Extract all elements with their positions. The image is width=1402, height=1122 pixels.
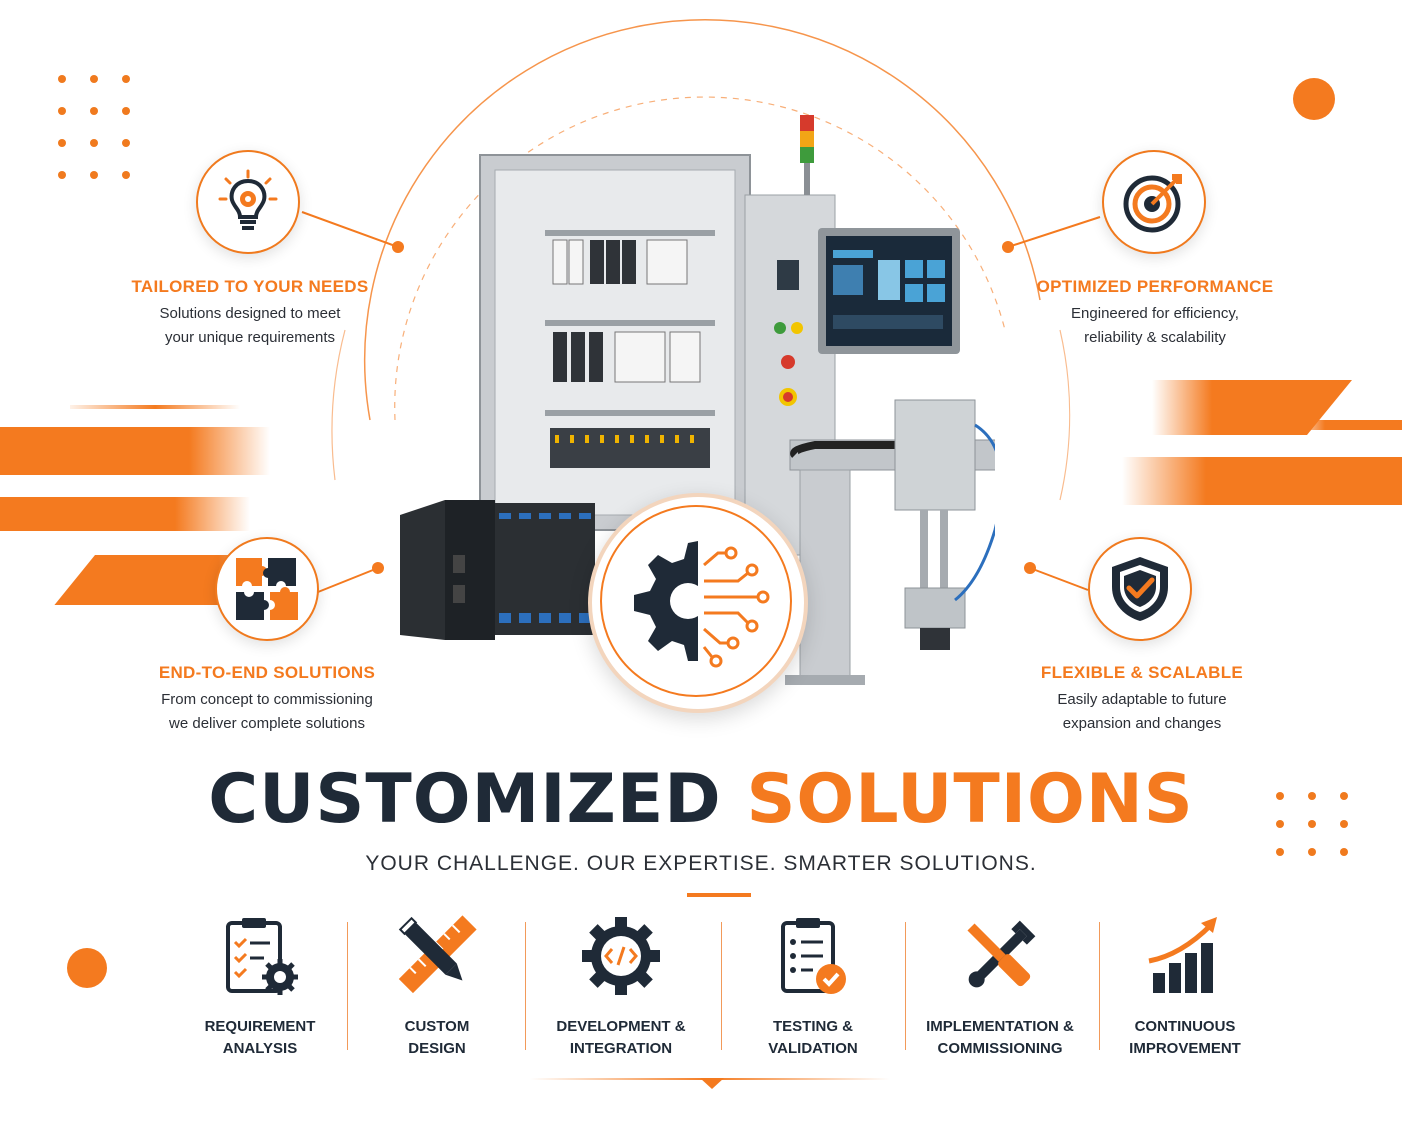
- feature-tailored-icon-badge: [196, 150, 300, 254]
- step-divider: [721, 922, 722, 1050]
- step-testing-validation: TESTING &VALIDATION: [733, 915, 893, 1060]
- step-divider: [1099, 922, 1100, 1050]
- step-divider: [347, 922, 348, 1050]
- lightbulb-gear-icon: [218, 169, 278, 230]
- wrench-screwdriver-icon: [967, 920, 1036, 988]
- feature-flexible-desc: Easily adaptable to future expansion and…: [1057, 691, 1227, 732]
- feature-flexible-icon-badge: [1088, 537, 1192, 641]
- orange-dot-bottom-left: [67, 948, 107, 988]
- page-title-part1: CUSTOMIZED: [208, 760, 722, 839]
- page-title: CUSTOMIZED SOLUTIONS: [0, 760, 1402, 839]
- subtitle-underline: [687, 893, 751, 897]
- feature-end-to-end-icon-badge: [215, 537, 319, 641]
- feature-end-to-end-title: END-TO-END SOLUTIONS: [158, 663, 376, 682]
- page-subtitle: YOUR CHALLENGE. OUR EXPERTISE. SMARTER S…: [365, 852, 1037, 875]
- step-divider: [525, 922, 526, 1050]
- shield-check-icon: [1112, 557, 1168, 621]
- step-development-integration: DEVELOPMENT &INTEGRATION: [535, 915, 707, 1060]
- code-gear-icon: [582, 917, 660, 995]
- puzzle-icon: [236, 558, 298, 620]
- growth-chart-icon: [1148, 917, 1217, 993]
- dot-grid-right: [1276, 792, 1348, 856]
- feature-optimized-title: OPTIMIZED PERFORMANCE: [1036, 277, 1274, 296]
- clipboard-gear-icon: [226, 918, 298, 995]
- central-gear-circuit-badge: [588, 493, 808, 713]
- pencil-ruler-icon: [398, 915, 477, 994]
- step-implementation-commissioning: IMPLEMENTATION &COMMISSIONING: [910, 915, 1090, 1060]
- feature-end-to-end-desc: From concept to commissioning we deliver…: [161, 691, 373, 732]
- plc-controller-illustration: [400, 500, 595, 640]
- clipboard-check-icon: [781, 918, 846, 994]
- dot-grid-top-left: [58, 75, 130, 179]
- step-divider: [905, 922, 906, 1050]
- orange-streaks-right: [1122, 380, 1402, 505]
- decorative-arc: [301, 18, 1101, 593]
- feature-tailored-title: TAILORED TO YOUR NEEDS: [131, 277, 369, 296]
- gear-circuit-icon: [634, 541, 770, 668]
- target-icon: [1123, 174, 1182, 233]
- orange-streaks-left: [0, 405, 290, 605]
- feature-optimized-desc: Engineered for efficiency, reliability &…: [1071, 305, 1239, 346]
- feature-tailored-desc: Solutions designed to meet your unique r…: [159, 305, 341, 346]
- feature-flexible-title: FLEXIBLE & SCALABLE: [1040, 663, 1244, 682]
- feature-optimized-icon-badge: [1102, 150, 1206, 254]
- bottom-accent-line: [530, 1078, 890, 1089]
- page-title-part2: SOLUTIONS: [746, 760, 1194, 839]
- automation-machinery-illustration: [479, 115, 995, 685]
- orange-dot-top-right: [1293, 78, 1335, 120]
